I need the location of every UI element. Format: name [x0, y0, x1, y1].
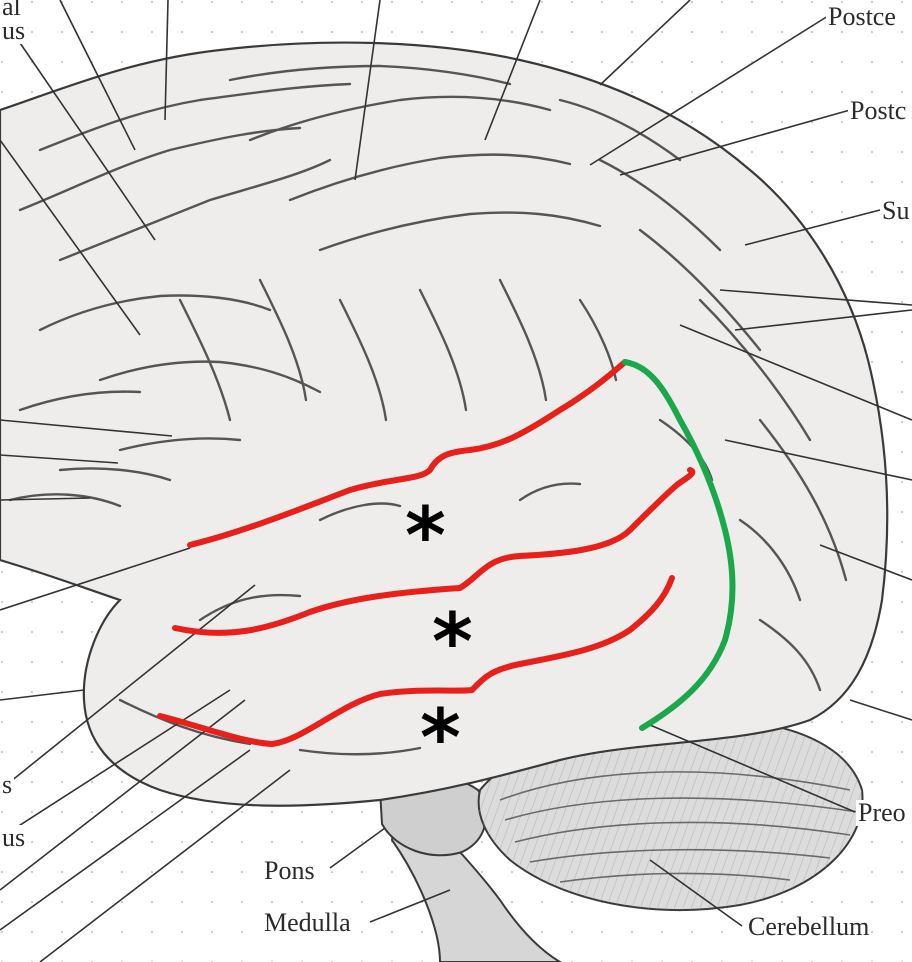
cerebellum-folia	[499, 771, 859, 883]
label-pons: Pons	[262, 856, 317, 885]
asterisk-marker-1: *	[405, 492, 446, 582]
red-line-middle	[172, 467, 696, 636]
green-boundary-line	[622, 359, 736, 731]
red-line-superior	[187, 359, 628, 548]
asterisk-marker-3: *	[420, 694, 461, 784]
label-postcentral-2: Postc	[848, 96, 909, 125]
sulci-lines	[8, 64, 848, 756]
label-su: Su	[880, 196, 912, 225]
label-bottom-left-1: s	[0, 770, 15, 799]
cerebellum-hatching	[478, 720, 863, 910]
label-postcentral-1: Postce	[826, 2, 898, 31]
label-cerebellum: Cerebellum	[746, 912, 872, 941]
label-medulla: Medulla	[262, 908, 353, 937]
red-sulcus-lines	[157, 359, 696, 747]
red-line-inferior	[157, 575, 675, 747]
cerebrum-shape	[0, 41, 889, 807]
label-top-left-2: us	[0, 16, 28, 45]
label-preo: Preo	[856, 798, 908, 827]
label-top-left-1: al	[0, 0, 23, 20]
asterisk-marker-2: *	[432, 598, 473, 688]
label-bottom-left-2: us	[0, 823, 28, 852]
